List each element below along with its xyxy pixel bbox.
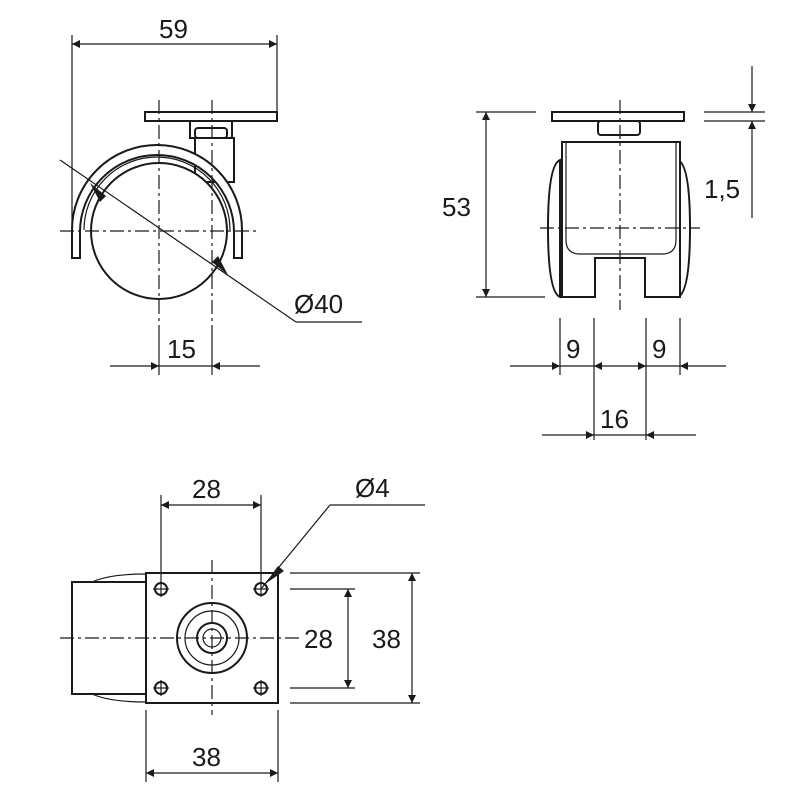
side-plate: [144, 111, 278, 122]
offset-label: 15: [167, 334, 196, 364]
plate-thickness-label: 1,5: [704, 174, 740, 204]
height-label: 53: [442, 192, 471, 222]
overall-width-label: 59: [159, 14, 188, 44]
gap-label: 16: [600, 404, 629, 434]
top-view: 28 Ø4 28 38 38: [60, 473, 425, 782]
plate-width-label: 38: [192, 742, 221, 772]
wheel-diameter-label: Ø40: [294, 289, 343, 319]
hole-spacing-x-label: 28: [192, 474, 221, 504]
hole-diameter-label: Ø4: [355, 473, 390, 503]
front-body: [561, 141, 681, 298]
side-view: Ø40 59 15: [59, 14, 362, 375]
hole-spacing-y-label: 28: [304, 624, 333, 654]
side-hood: [71, 144, 243, 259]
plate-height-label: 38: [372, 624, 401, 654]
front-view: 53 1,5 9 9 16: [442, 66, 765, 440]
wheel-width-right-label: 9: [652, 334, 666, 364]
front-plate: [551, 111, 685, 122]
wheel-width-left-label: 9: [566, 334, 580, 364]
